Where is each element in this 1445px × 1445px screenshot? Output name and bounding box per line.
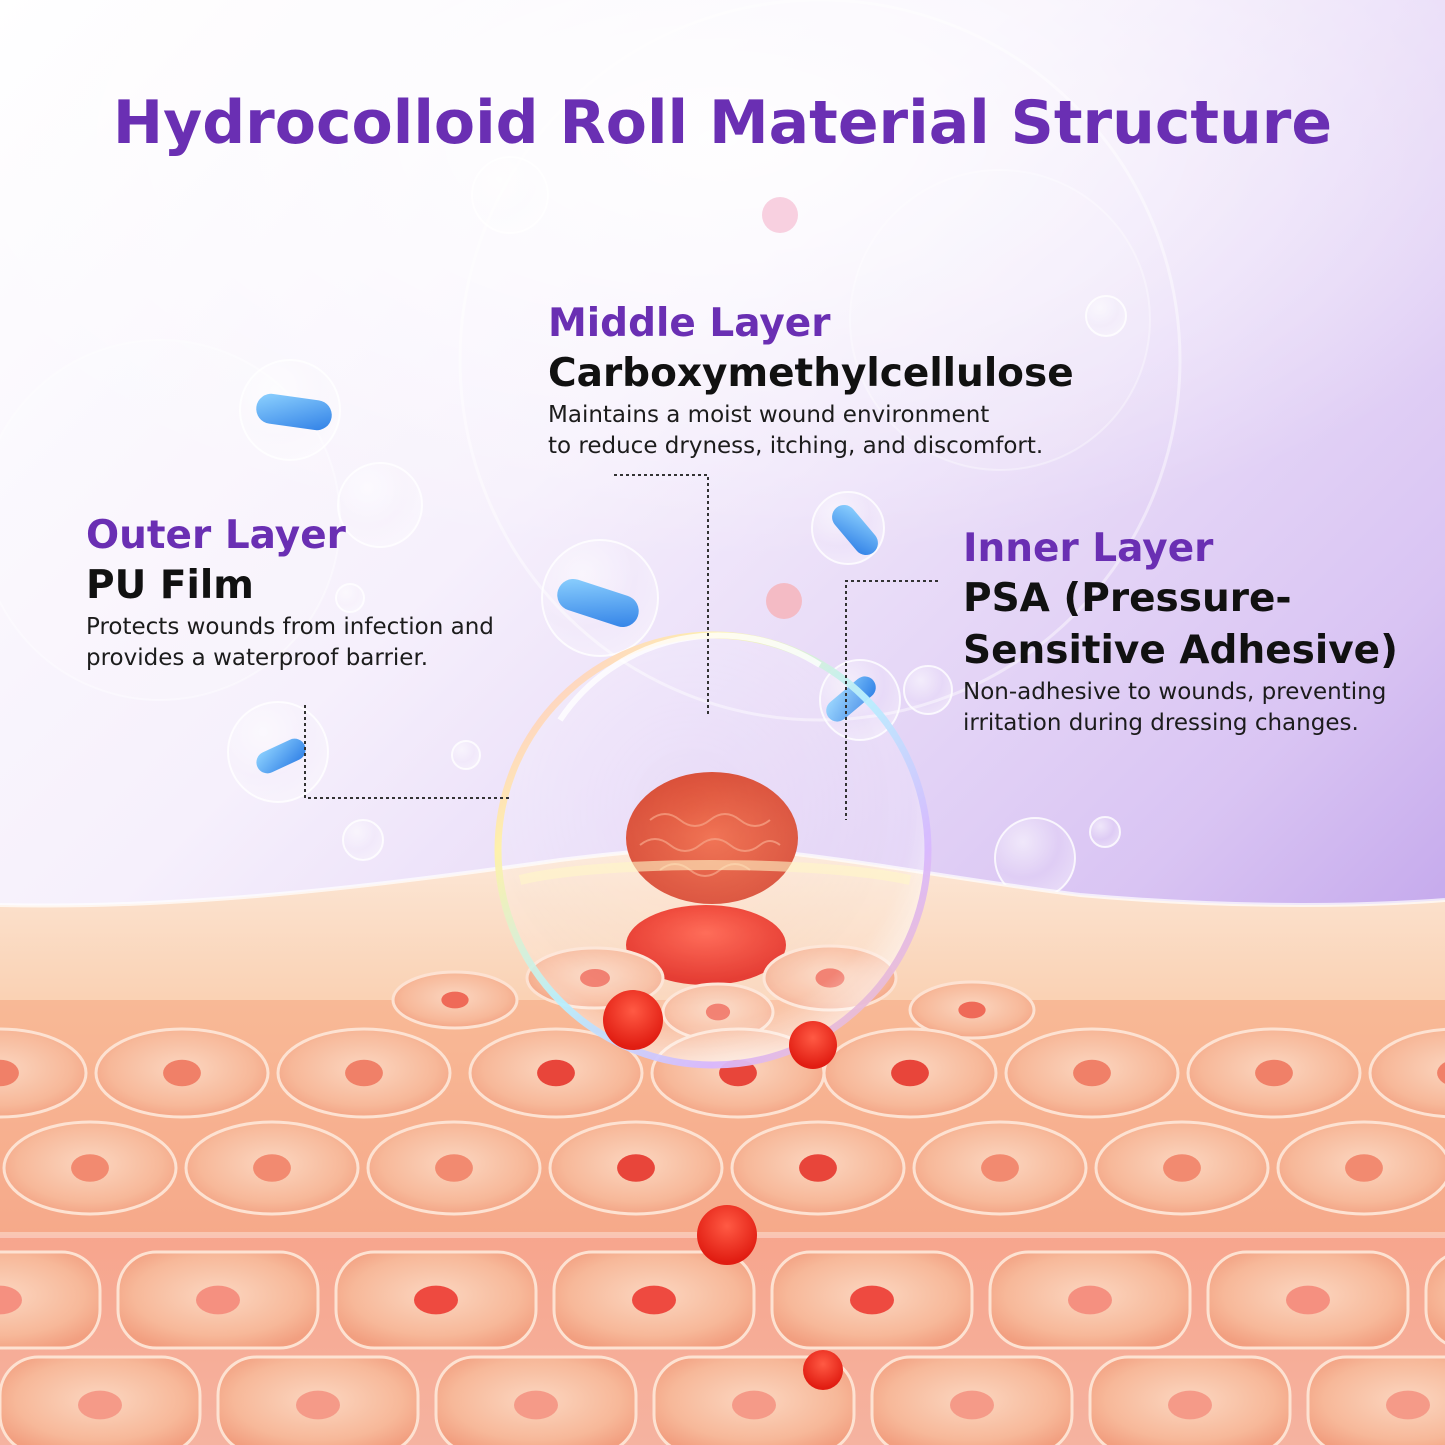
skin-cell — [1306, 1355, 1445, 1445]
skin-cell — [1004, 1027, 1180, 1119]
skin-cell — [1276, 1120, 1445, 1216]
skin-cell — [94, 1027, 270, 1119]
skin-cell — [1094, 1120, 1270, 1216]
outer-layer-material: PU Film — [86, 563, 254, 608]
skin-cell — [366, 1120, 542, 1216]
skin-cell — [0, 1027, 88, 1119]
capsule-icon — [256, 393, 878, 774]
skin-cell — [184, 1120, 360, 1216]
skin-cell — [2, 1120, 178, 1216]
skin-cell — [1088, 1355, 1292, 1445]
skin-cell — [822, 1027, 998, 1119]
skin-cell — [116, 1250, 320, 1350]
skin-cell — [1368, 1027, 1445, 1119]
skin-cell — [334, 1250, 538, 1350]
skin-cells — [0, 944, 1445, 1445]
skin-cell — [0, 1250, 102, 1350]
skin-cell — [652, 1355, 856, 1445]
skin-cell — [912, 1120, 1088, 1216]
skin-cell — [1186, 1027, 1362, 1119]
skin-cell — [276, 1027, 452, 1119]
skin-cell — [1424, 1255, 1445, 1345]
skin-cell — [468, 1027, 644, 1119]
inner-layer-material: PSA (Pressure- Sensitive Adhesive) — [963, 576, 1398, 673]
middle-layer-name: Middle Layer — [548, 301, 831, 346]
skin-cell — [216, 1355, 420, 1445]
skin-cell — [0, 1355, 202, 1445]
middle-layer-material: Carboxymethylcellulose — [548, 351, 1074, 396]
inner-layer-name: Inner Layer — [963, 526, 1214, 571]
skin-cell — [730, 1120, 906, 1216]
middle-layer-callout: Middle Layer Carboxymethylcellulose Main… — [548, 300, 1074, 462]
skin-cell — [988, 1250, 1192, 1350]
skin-cell — [908, 980, 1036, 1040]
outer-layer-callout: Outer Layer PU Film Protects wounds from… — [86, 512, 494, 674]
inner-layer-description: Non-adhesive to wounds, preventing irrit… — [963, 679, 1387, 736]
dressing-bubble — [494, 631, 932, 1069]
middle-layer-description: Maintains a moist wound environment to r… — [548, 402, 1044, 459]
outer-layer-name: Outer Layer — [86, 513, 346, 558]
leader-lines — [304, 474, 938, 820]
skin-cell — [1206, 1250, 1410, 1350]
skin-cell — [552, 1250, 756, 1350]
skin-cell — [548, 1120, 724, 1216]
skin-cell — [770, 1250, 974, 1350]
skin-cell — [391, 970, 519, 1030]
page-title: Hydrocolloid Roll Material Structure — [112, 88, 1333, 158]
outer-layer-description: Protects wounds from infection and provi… — [86, 614, 494, 671]
inner-layer-callout: Inner Layer PSA (Pressure- Sensitive Adh… — [963, 525, 1398, 739]
blood-drop-icon — [603, 990, 843, 1390]
skin-cell — [434, 1355, 638, 1445]
skin-cell — [870, 1355, 1074, 1445]
